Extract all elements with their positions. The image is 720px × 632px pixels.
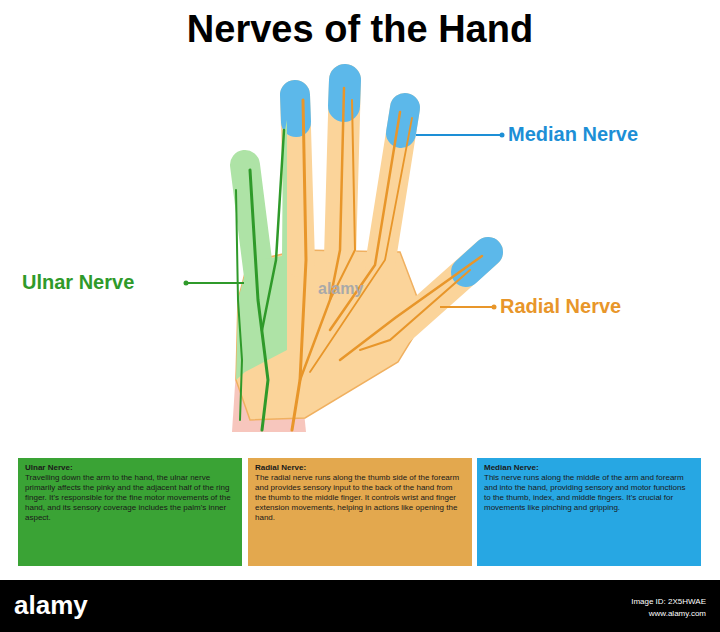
leader-dot [492,305,497,310]
leader-line [188,282,244,284]
leader-dot [184,281,189,286]
box-heading: Ulnar Nerve: [25,463,235,473]
footer-logo: alamy [14,590,88,621]
watermark: alamy [318,280,363,298]
footer-bar [0,580,720,632]
nerve-label: Ulnar Nerve [22,271,134,294]
nerve-lines [236,88,482,430]
nerve-label: Median Nerve [508,123,638,146]
nerve-label: Radial Nerve [500,295,621,318]
box-heading: Radial Nerve: [255,463,465,473]
info-box: Median Nerve:This nerve runs along the m… [477,458,701,566]
box-heading: Median Nerve: [484,463,694,473]
leader-dot [500,133,505,138]
leader-line [440,306,492,308]
box-body: Travelling down the arm to the hand, the… [25,473,235,523]
leader-line [416,134,500,136]
info-box: Radial Nerve:The radial nerve runs along… [248,458,472,566]
ulnar-region [236,120,287,380]
box-body: This nerve runs along the middle of the … [484,473,694,513]
info-box: Ulnar Nerve:Travelling down the arm to t… [18,458,242,566]
footer-url: www.alamy.com [649,609,706,618]
title: Nerves of the Hand [0,8,720,51]
image-id: Image ID: 2X5HWAE [631,597,706,606]
box-body: The radial nerve runs along the thumb si… [255,473,465,523]
